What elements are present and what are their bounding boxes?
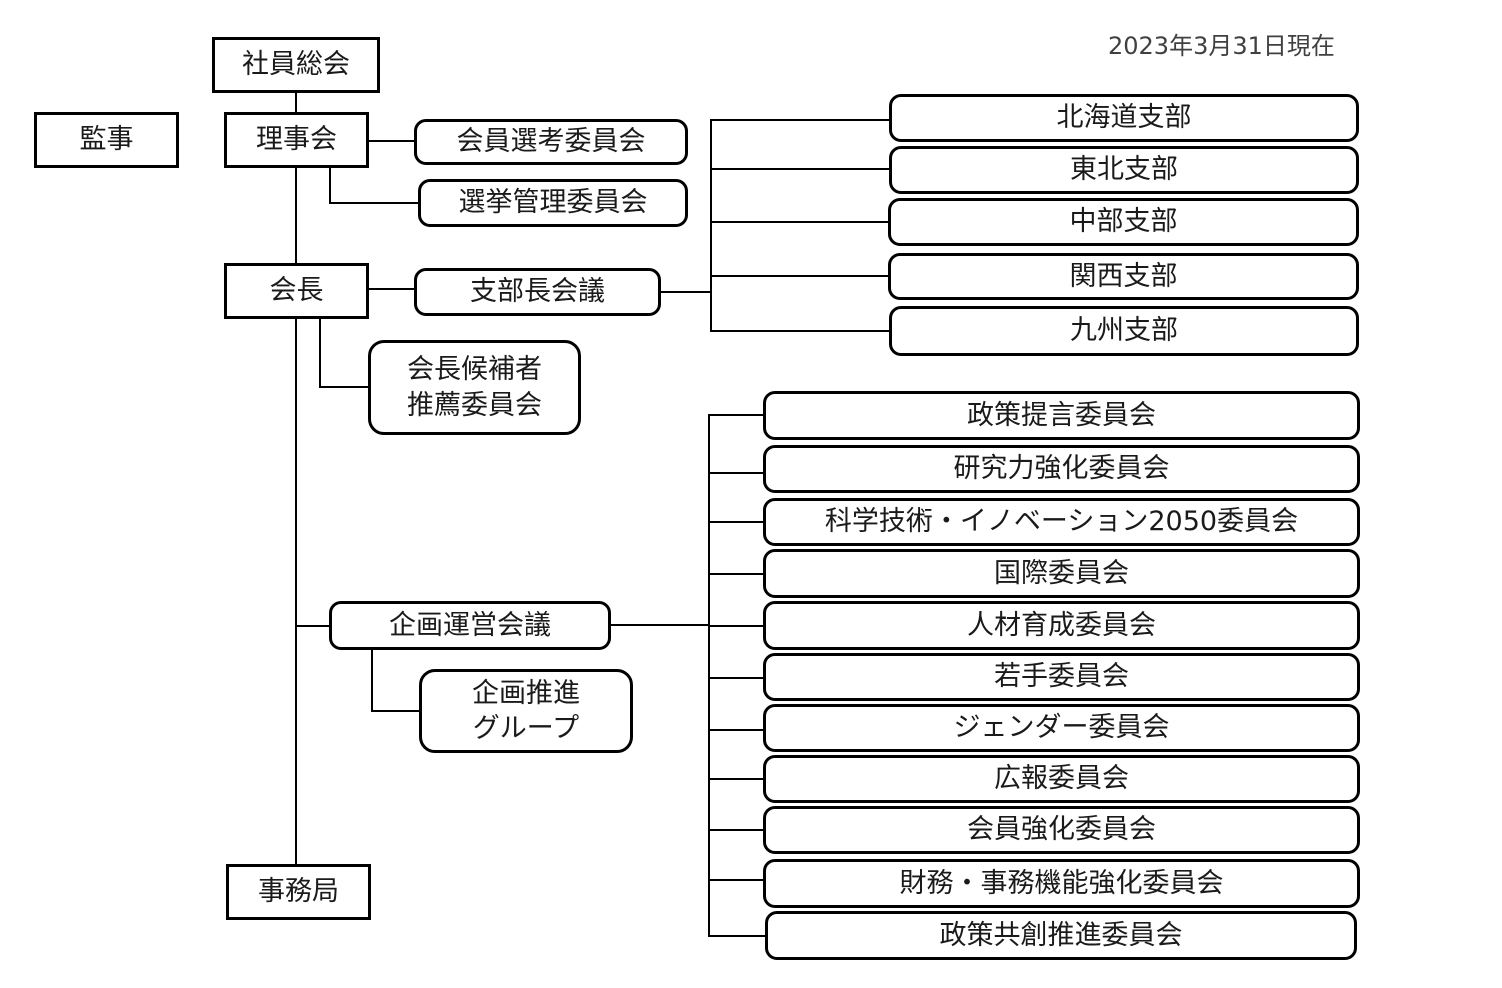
connector-committee-tick [708, 829, 766, 831]
connector-branch-tick [710, 221, 891, 223]
secretariat-box: 事務局 [226, 864, 371, 920]
president-box: 会長 [224, 263, 369, 319]
as-of-date: 2023年3月31日現在 [1108, 32, 1335, 60]
committee-public-relations: 広報委員会 [763, 755, 1360, 803]
committee-sti-2050: 科学技術・イノベーション2050委員会 [763, 498, 1360, 546]
committee-research-capacity: 研究力強化委員会 [763, 445, 1360, 493]
election-management-committee: 選挙管理委員会 [418, 179, 688, 227]
committee-gender: ジェンダー委員会 [763, 704, 1360, 752]
branch-tohoku: 東北支部 [889, 146, 1359, 194]
board-box: 理事会 [224, 112, 369, 168]
planning-operations-meeting: 企画運営会議 [329, 601, 611, 650]
branch-hokkaido: 北海道支部 [889, 94, 1359, 142]
committee-membership: 会員強化委員会 [763, 806, 1360, 854]
connector-committee-tick [708, 414, 766, 416]
connector-committee-tick [708, 573, 766, 575]
connector-branch-tick [710, 330, 891, 332]
connector-branches-trunk [710, 119, 712, 331]
connector-committee-tick [708, 677, 766, 679]
committee-policy-proposal: 政策提言委員会 [763, 391, 1360, 440]
connector-president-nomination-v [319, 318, 321, 387]
connector-board-election-h [329, 202, 421, 204]
committee-international: 国際委員会 [763, 549, 1360, 598]
connector-planning-committees [608, 624, 710, 626]
committee-human-resources: 人材育成委員会 [763, 601, 1360, 650]
committee-young-members: 若手委員会 [763, 653, 1360, 701]
connector-committee-tick [708, 778, 766, 780]
committee-policy-cocreation: 政策共創推進委員会 [765, 911, 1357, 960]
connector-committees-trunk [708, 414, 710, 936]
connector-branchmtg-trunk [660, 291, 712, 293]
branch-kansai: 関西支部 [888, 253, 1359, 300]
connector-trunk-planning [296, 625, 332, 627]
committee-finance-admin: 財務・事務機能強化委員会 [763, 859, 1360, 908]
connector-president-branchmtg [367, 288, 417, 290]
branch-chiefs-meeting: 支部長会議 [414, 268, 661, 316]
president-nomination-committee: 会長候補者 推薦委員会 [368, 340, 581, 435]
auditor-box: 監事 [34, 112, 179, 168]
general-meeting-box: 社員総会 [212, 37, 380, 93]
connector-committee-tick [708, 935, 768, 937]
connector-branch-tick [710, 119, 891, 121]
member-selection-committee: 会員選考委員会 [414, 119, 688, 165]
planning-group-line-1: 企画推進 [472, 677, 580, 709]
planning-promotion-group: 企画推進 グループ [419, 669, 633, 753]
connector-president-nomination-h [319, 386, 371, 388]
connector-committee-tick [708, 879, 766, 881]
connector-committee-tick [708, 472, 766, 474]
connector-committee-tick [708, 625, 766, 627]
nomination-line-2: 推薦委員会 [407, 389, 542, 421]
nomination-line-1: 会長候補者 [407, 354, 542, 386]
connector-committee-tick [708, 521, 766, 523]
connector-board-to-selection [367, 140, 417, 142]
branch-chubu: 中部支部 [888, 198, 1359, 246]
connector-committee-tick [708, 729, 766, 731]
connector-planning-group-v [371, 648, 373, 711]
connector-general-to-president [295, 92, 297, 866]
connector-branch-tick [710, 275, 891, 277]
connector-planning-group-h [371, 710, 422, 712]
connector-branch-tick [710, 168, 891, 170]
connector-board-election-v [329, 166, 331, 203]
branch-kyushu: 九州支部 [889, 306, 1359, 356]
planning-group-line-2: グループ [472, 713, 580, 744]
